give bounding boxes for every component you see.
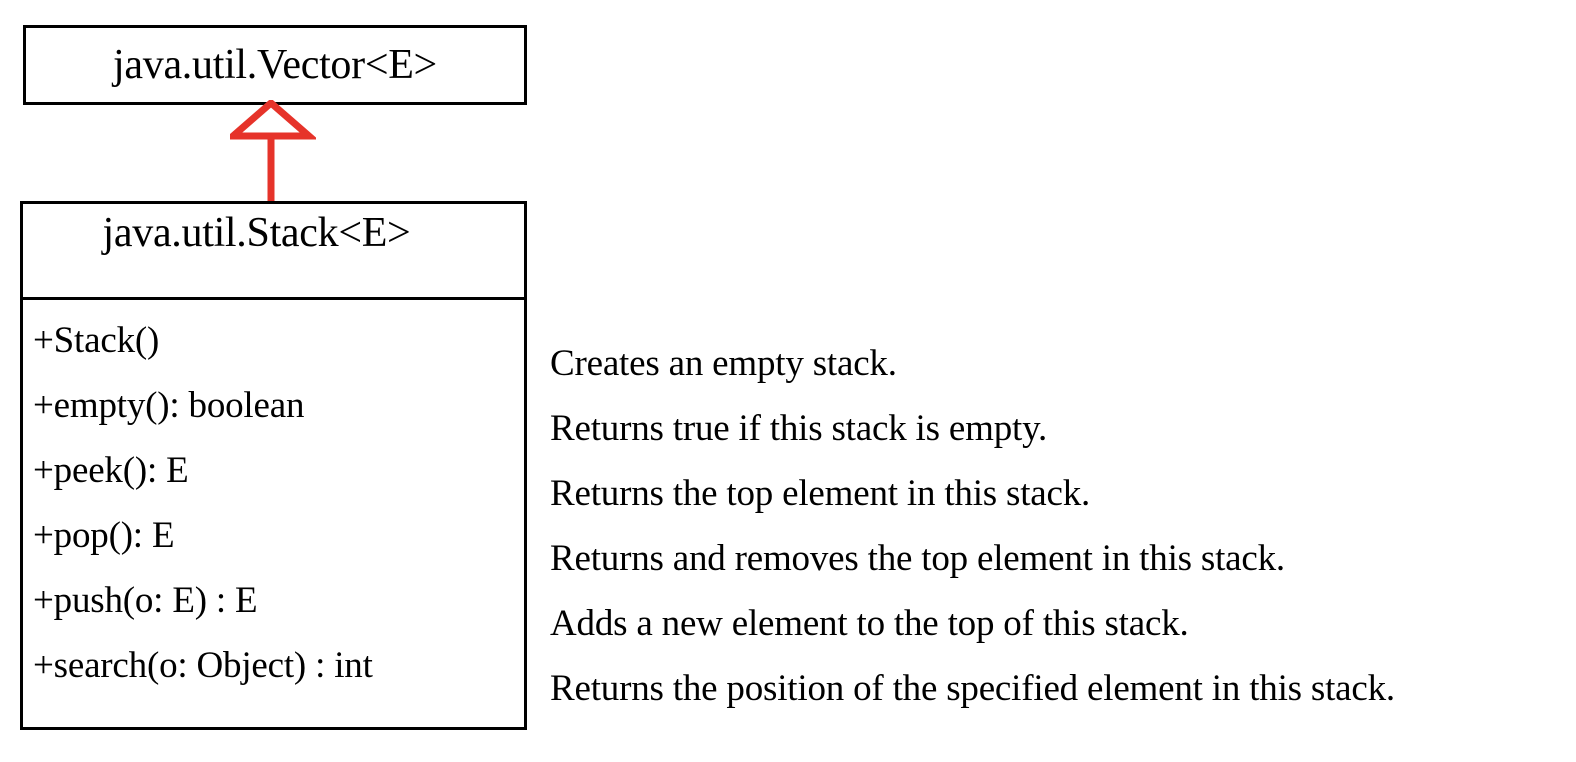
class-box-vector: java.util.Vector<E>	[23, 25, 527, 105]
method-signature: +peek(): E	[33, 450, 189, 491]
method-description: Returns the top element in this stack.	[550, 473, 1091, 514]
class-header-compartment-stack: java.util.Stack<E>	[23, 204, 524, 300]
inheritance-arrow-head	[223, 98, 319, 140]
method-signature: +push(o: E) : E	[33, 580, 258, 621]
class-box-stack: java.util.Stack<E> +Stack() +empty(): bo…	[20, 201, 527, 730]
method-description: Returns the position of the specified el…	[550, 668, 1395, 709]
method-description: Creates an empty stack.	[550, 343, 897, 384]
method-signature: +empty(): boolean	[33, 385, 305, 426]
method-signature: +search(o: Object) : int	[33, 645, 373, 686]
method-signature: +Stack()	[33, 320, 160, 361]
class-methods-compartment-stack: +Stack() +empty(): boolean +peek(): E +p…	[23, 300, 524, 712]
class-name-stack: java.util.Stack<E>	[102, 210, 411, 256]
method-description: Returns true if this stack is empty.	[550, 408, 1048, 449]
method-description-list: Creates an empty stack. Returns true if …	[550, 345, 1570, 735]
inheritance-arrow	[223, 98, 319, 204]
method-signature: +pop(): E	[33, 515, 175, 556]
method-description: Returns and removes the top element in t…	[550, 538, 1285, 579]
class-name-vector: java.util.Vector<E>	[113, 42, 437, 88]
method-description: Adds a new element to the top of this st…	[550, 603, 1189, 644]
